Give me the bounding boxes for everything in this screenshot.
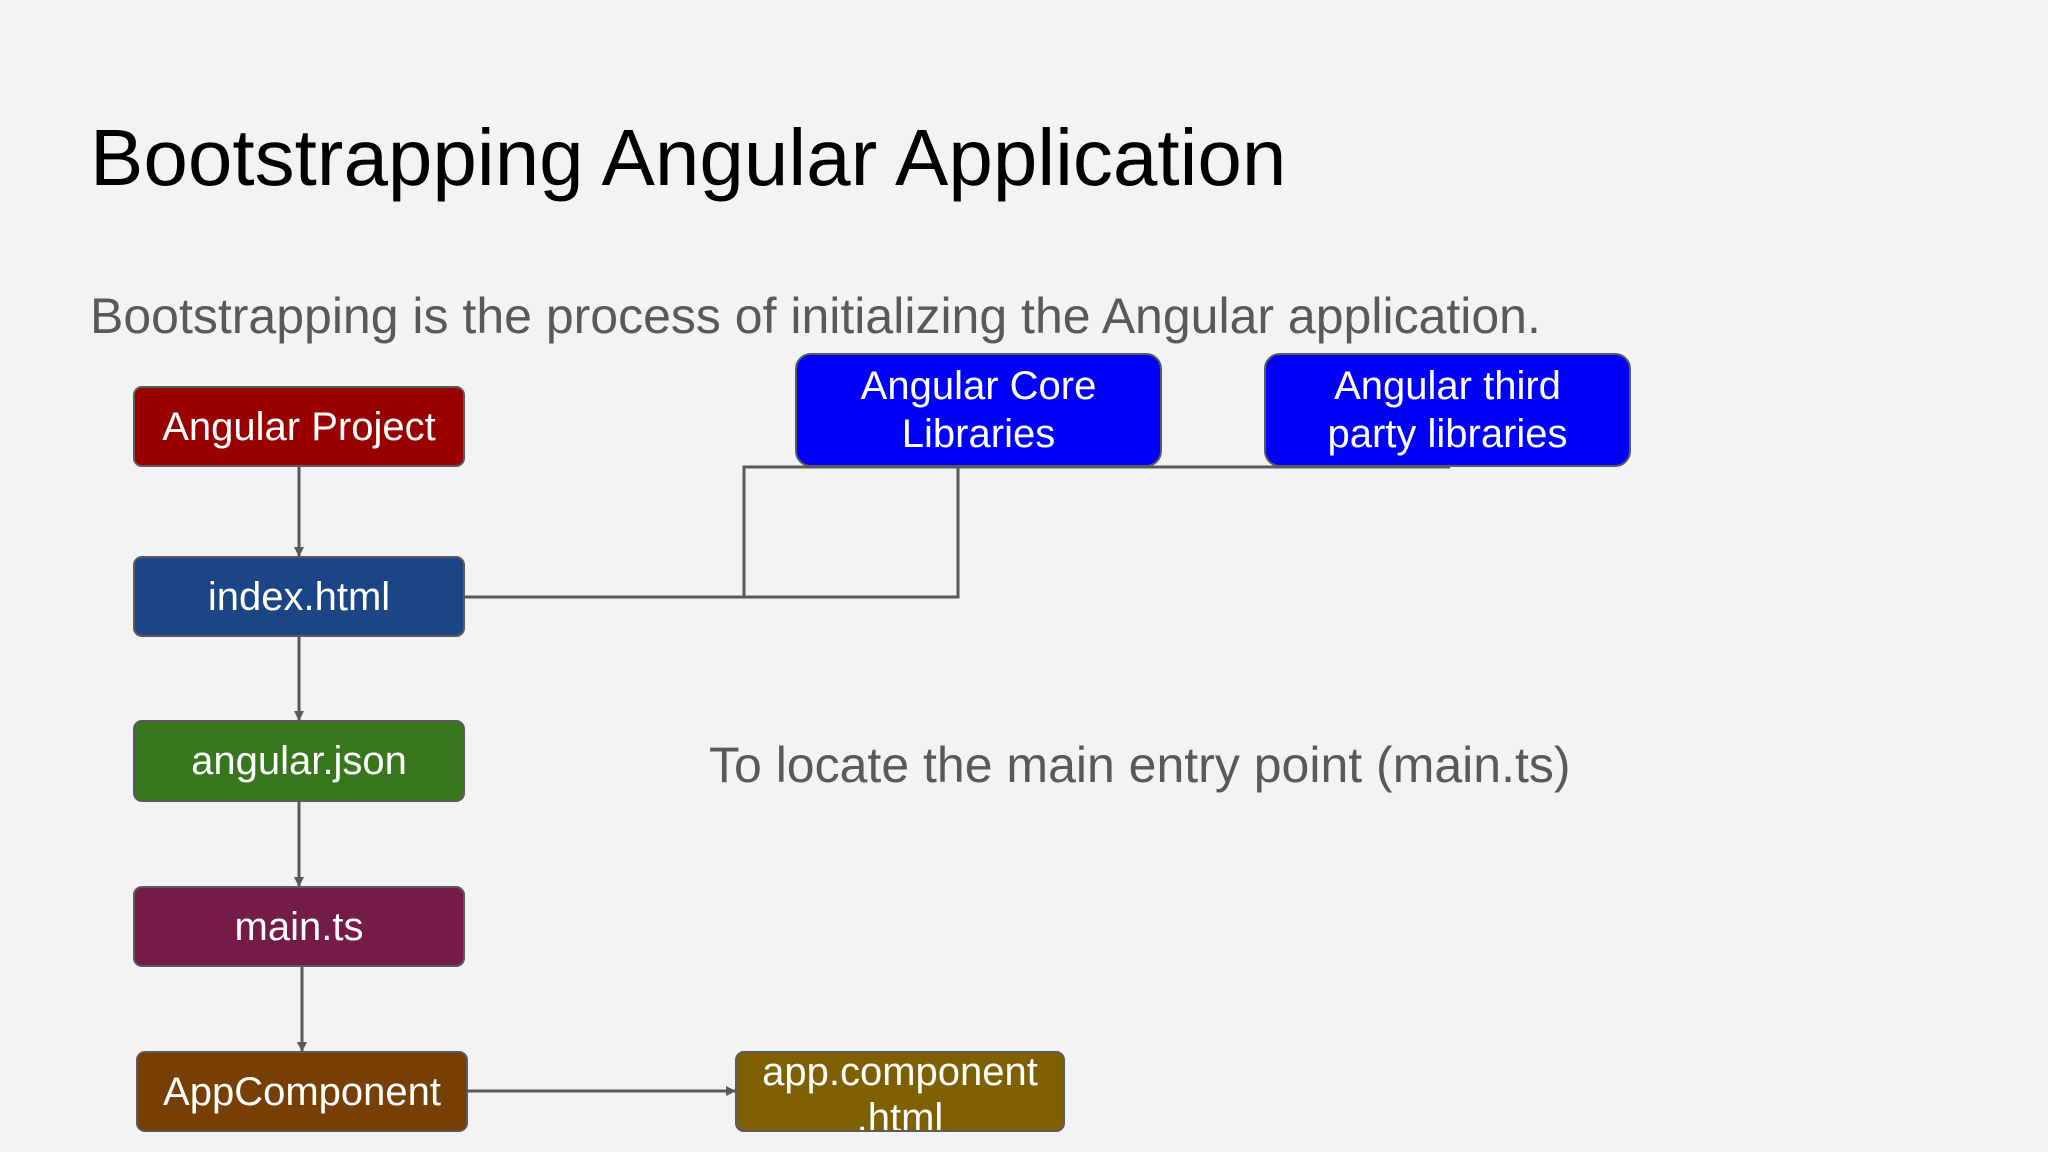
node-angular-project-label: Angular Project <box>162 404 436 449</box>
node-angular-core-libraries: Angular Core Libraries <box>795 353 1162 467</box>
node-angular-json: angular.json <box>133 720 465 802</box>
node-angular-third-party-label-line2: party libraries <box>1327 412 1568 456</box>
node-app-component-label: AppComponent <box>163 1069 441 1114</box>
node-angular-project: Angular Project <box>133 386 465 467</box>
node-app-component-html-label-line2: .html <box>856 1096 944 1132</box>
node-angular-core-label-line2: Libraries <box>901 412 1056 456</box>
node-app-component: AppComponent <box>136 1051 468 1132</box>
node-angular-core-label-line1: Angular Core <box>860 364 1097 408</box>
slide-title: Bootstrapping Angular Application <box>90 113 1287 202</box>
node-main-ts-label: main.ts <box>234 904 364 949</box>
entry-point-note: To locate the main entry point (main.ts) <box>709 737 1571 793</box>
node-index-html-label: index.html <box>207 574 391 619</box>
node-app-component-html-label-line1: app.component <box>762 1051 1038 1094</box>
node-index-html: index.html <box>133 556 465 637</box>
node-app-component-html: app.component .html <box>735 1051 1065 1132</box>
node-main-ts: main.ts <box>133 886 465 967</box>
node-angular-json-label: angular.json <box>191 739 407 783</box>
node-angular-third-party-libraries: Angular third party libraries <box>1264 353 1631 467</box>
slide-subtitle: Bootstrapping is the process of initiali… <box>90 288 1541 344</box>
connector-library-bus <box>742 465 1450 597</box>
node-angular-third-party-label-line1: Angular third <box>1334 364 1561 408</box>
connector-index-to-libraries <box>465 467 960 599</box>
